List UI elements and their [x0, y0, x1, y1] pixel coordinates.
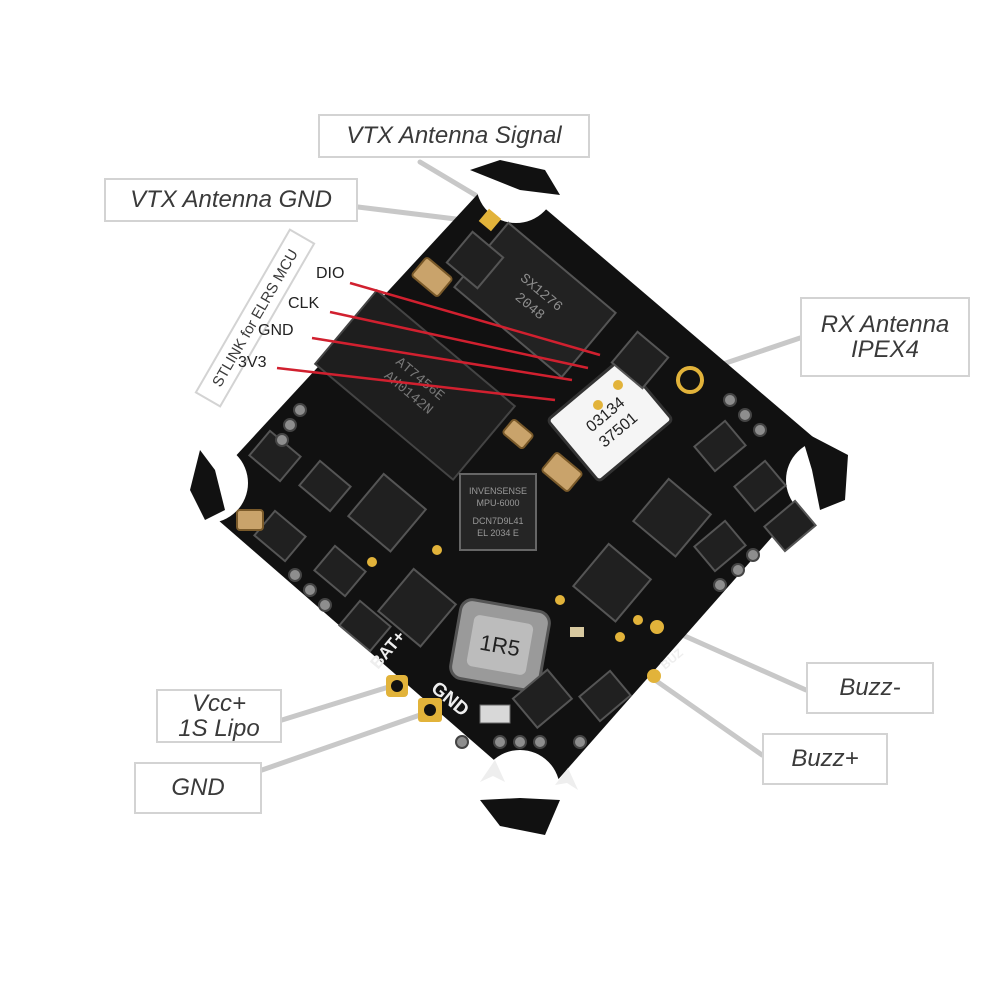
callout-rx-antenna: RX Antenna IPEX4	[800, 297, 970, 377]
ipex-connector	[676, 366, 704, 394]
vtx-signal-pad	[478, 208, 502, 232]
motor-pad	[455, 735, 469, 749]
mosfet	[252, 509, 308, 563]
wire-clk	[329, 310, 589, 370]
leader-rx-antenna	[717, 335, 803, 368]
qfn-chip	[610, 330, 670, 390]
motor-pad	[318, 598, 332, 612]
rf-module: 03134 37501	[547, 358, 673, 482]
direction-arrow	[555, 768, 578, 790]
callout-vcc-line1: Vcc+	[191, 689, 247, 717]
qfn-chip	[631, 477, 713, 558]
imu-text-4: EL 2034 E	[477, 528, 519, 538]
mosfet	[762, 499, 818, 553]
motor-pad	[533, 735, 547, 749]
motor-pad	[513, 735, 527, 749]
mosfet	[297, 459, 353, 513]
callout-vtx-gnd: VTX Antenna GND	[104, 178, 358, 222]
leader-vcc	[279, 682, 398, 723]
qfn-chip	[346, 472, 428, 553]
crystal	[502, 418, 534, 450]
leader-vtx-signal	[417, 159, 490, 205]
wire-3v3	[276, 366, 556, 402]
pin-label-clk: CLK	[288, 295, 320, 312]
mosfet	[312, 544, 368, 598]
mosfet	[692, 519, 748, 573]
crystal	[236, 509, 264, 531]
buzz-plus-pad	[647, 669, 661, 683]
callout-buzz-minus-text: Buzz-	[839, 674, 901, 702]
callout-vtx-signal-text: VTX Antenna Signal	[346, 122, 562, 150]
qfn-chip	[445, 230, 505, 290]
callout-vtx-gnd-text: VTX Antenna GND	[130, 186, 332, 214]
pin-label-dio: DIO	[316, 265, 345, 282]
qfn-chip	[376, 567, 458, 648]
imu-text-1: INVENSENSE	[469, 486, 527, 496]
callout-vtx-signal: VTX Antenna Signal	[318, 114, 590, 158]
crystal	[541, 452, 583, 492]
leader-gnd	[259, 712, 423, 773]
callout-vcc: Vcc+ 1S Lipo	[156, 689, 282, 743]
callout-buzz-plus: Buzz+	[762, 733, 888, 785]
direction-arrow	[480, 760, 505, 782]
imu-text-3: DCN7D9L41	[472, 516, 523, 526]
motor-pad	[493, 735, 507, 749]
pin-label-3v3: 3V3	[238, 354, 267, 371]
qfn-chip	[571, 542, 653, 623]
wire-dio	[349, 281, 601, 357]
motor-pad	[731, 563, 745, 577]
motor-pad	[275, 433, 289, 447]
motor-pad	[723, 393, 737, 407]
mosfet	[511, 668, 574, 730]
motor-pad	[746, 548, 760, 562]
inductor: 1R5	[449, 598, 551, 692]
callout-rx-antenna-line1: RX Antenna	[820, 310, 950, 338]
callout-buzz-plus-text: Buzz+	[791, 745, 859, 773]
wire-gnd	[311, 336, 573, 382]
motor-pad	[303, 583, 317, 597]
mosfet	[337, 599, 393, 653]
motor-pad	[283, 418, 297, 432]
motor-pad	[293, 403, 307, 417]
motor-pad	[738, 408, 752, 422]
imu-chip: INVENSENSE MPU-6000 DCN7D9L41 EL 2034 E	[459, 473, 537, 551]
motor-pad	[713, 578, 727, 592]
motor-pad	[288, 568, 302, 582]
mosfet	[732, 459, 788, 513]
mosfet	[577, 669, 633, 723]
leader-buzz-plus	[652, 677, 765, 758]
mosfet	[692, 419, 748, 473]
callout-gnd-text: GND	[171, 774, 225, 802]
motor-pad	[573, 735, 587, 749]
callout-rx-antenna-line2: IPEX4	[850, 336, 920, 363]
imu-text-2: MPU-6000	[476, 498, 519, 508]
callout-buzz-minus: Buzz-	[806, 662, 934, 714]
callout-gnd: GND	[134, 762, 262, 814]
buzz-minus-pad	[650, 620, 664, 634]
motor-pad	[753, 423, 767, 437]
crystal	[411, 257, 453, 297]
pin-label-gnd: GND	[258, 322, 294, 339]
callout-vcc-line2: 1S Lipo	[178, 715, 260, 742]
